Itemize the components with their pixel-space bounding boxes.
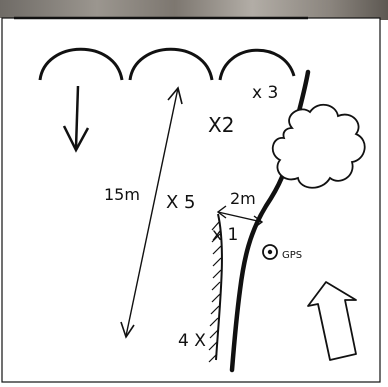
sheet-border <box>1 17 381 383</box>
wave-mark-3 <box>218 48 296 81</box>
wave-mark-2 <box>128 47 214 81</box>
hatched-wall <box>208 213 223 363</box>
wave-mark-1 <box>38 47 124 81</box>
tree-icon <box>271 103 366 189</box>
measure-line-15m <box>120 86 183 339</box>
marker-x2: X2 <box>208 113 234 137</box>
marker-x5: X 5 <box>166 192 196 213</box>
marker-x4: 4 X <box>178 331 206 351</box>
marker-x3: x 3 <box>252 83 278 103</box>
flow-arrow-icon <box>62 85 90 153</box>
marker-x1: x 1 <box>212 225 238 245</box>
distance-15m-label: 15m <box>104 185 140 204</box>
measure-line-2m <box>216 205 264 229</box>
distance-2m-label: 2m <box>230 189 256 208</box>
north-arrow-icon <box>307 281 357 361</box>
gps-icon <box>262 244 278 260</box>
gps-label: GPS <box>282 250 302 261</box>
background-photo-edge <box>0 0 388 20</box>
